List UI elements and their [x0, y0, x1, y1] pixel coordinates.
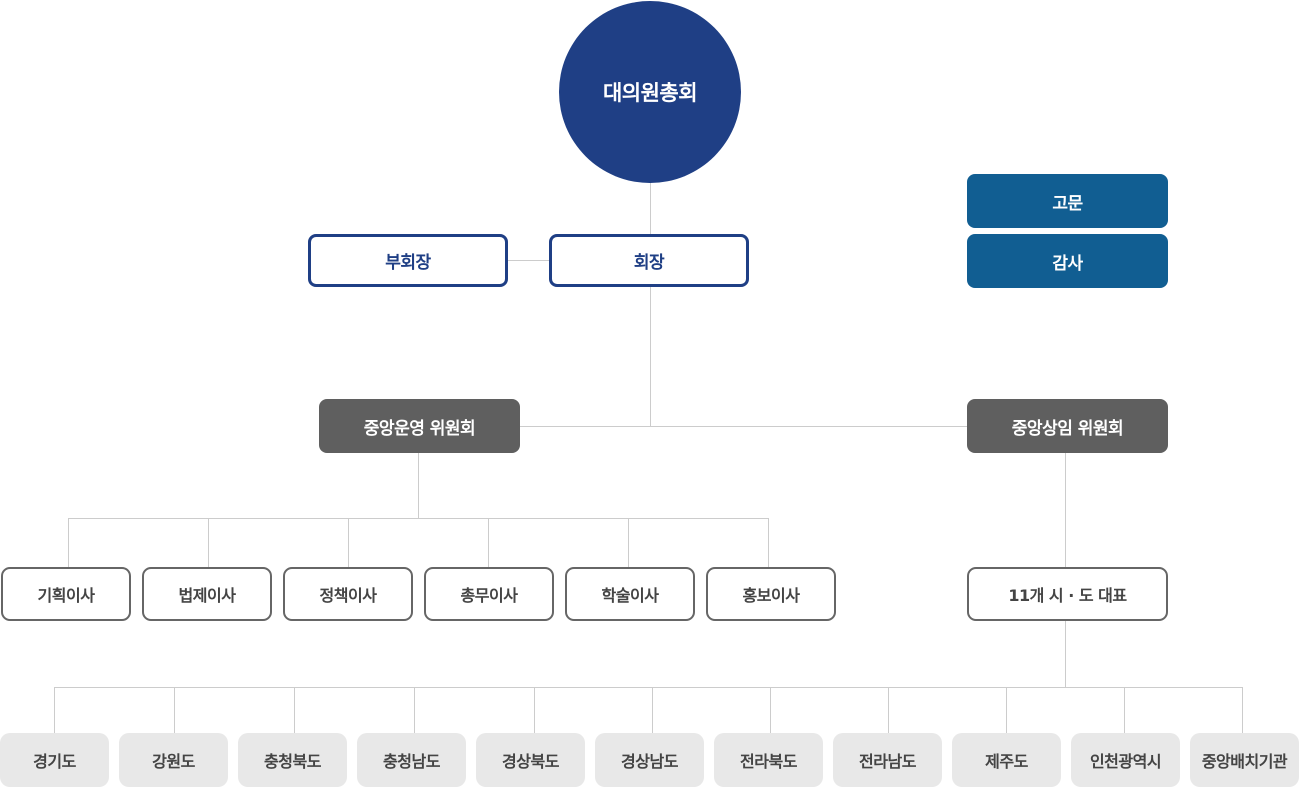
connector-region-drop [1006, 687, 1007, 733]
connector-director-drop [628, 518, 629, 568]
region-label: 경상북도 [502, 752, 559, 771]
advisor-node: 고문 [967, 174, 1168, 228]
connector-region-drop [652, 687, 653, 733]
connector-regions-bus [54, 687, 1243, 688]
connector-vice-to-president [508, 260, 550, 261]
director-node: 법제이사 [142, 567, 272, 621]
region-node: 인천광역시 [1071, 733, 1180, 787]
connector-region-drop [174, 687, 175, 733]
connector-region-drop [294, 687, 295, 733]
region-label: 인천광역시 [1089, 752, 1162, 771]
region-node: 충청남도 [357, 733, 466, 787]
regional-representatives-label: 11개 시 · 도 대표 [1008, 586, 1127, 605]
connector-director-drop [68, 518, 69, 568]
connector-director-drop [488, 518, 489, 568]
region-label: 제주도 [985, 752, 1028, 771]
connector-director-drop [768, 518, 769, 568]
connector-region-drop [54, 687, 55, 733]
region-node: 전라남도 [833, 733, 942, 787]
director-node: 총무이사 [424, 567, 554, 621]
director-label: 홍보이사 [742, 586, 800, 605]
connector-rep-down [1065, 621, 1066, 687]
region-label: 충청남도 [383, 752, 440, 771]
region-node: 강원도 [119, 733, 228, 787]
region-label: 경기도 [33, 752, 76, 771]
region-label: 전라북도 [740, 752, 797, 771]
region-label: 경상남도 [621, 752, 678, 771]
connector-region-drop [888, 687, 889, 733]
connector-committees-horizontal [520, 426, 968, 427]
connector-director-drop [208, 518, 209, 568]
director-node: 홍보이사 [706, 567, 836, 621]
connector-standing-down [1065, 453, 1066, 568]
connector-directors-bus [68, 518, 769, 519]
standing-committee-node: 중앙상임 위원회 [967, 399, 1168, 453]
region-node: 경기도 [0, 733, 109, 787]
region-label: 전라남도 [859, 752, 916, 771]
region-node: 경상북도 [476, 733, 585, 787]
director-node: 학술이사 [565, 567, 695, 621]
director-label: 기획이사 [37, 586, 95, 605]
auditor-node: 감사 [967, 234, 1168, 288]
region-label: 강원도 [152, 752, 195, 771]
region-node: 충청북도 [238, 733, 347, 787]
vice-president-label: 부회장 [385, 253, 431, 273]
connector-director-drop [348, 518, 349, 568]
region-label: 충청북도 [264, 752, 321, 771]
president-label: 회장 [633, 253, 665, 273]
director-label: 총무이사 [460, 586, 518, 605]
advisor-label: 고문 [1052, 193, 1083, 214]
region-node: 제주도 [952, 733, 1061, 787]
director-label: 정책이사 [319, 586, 377, 605]
director-label: 학술이사 [601, 586, 659, 605]
director-node: 기획이사 [1, 567, 131, 621]
auditor-label: 감사 [1052, 253, 1083, 274]
director-node: 정책이사 [283, 567, 413, 621]
connector-region-drop [770, 687, 771, 733]
region-label: 중앙배치기관 [1201, 752, 1288, 771]
president-node: 회장 [549, 234, 749, 287]
connector-region-drop [534, 687, 535, 733]
connector-region-drop [1242, 687, 1243, 733]
connector-president-down [650, 287, 651, 426]
vice-president-node: 부회장 [308, 234, 508, 287]
region-node: 경상남도 [595, 733, 704, 787]
region-node: 중앙배치기관 [1190, 733, 1299, 787]
connector-top-to-president [650, 183, 651, 235]
general-assembly-node: 대의원총회 [559, 1, 741, 183]
operations-committee-node: 중앙운영 위원회 [319, 399, 520, 453]
standing-committee-label: 중앙상임 위원회 [1011, 418, 1124, 439]
operations-committee-label: 중앙운영 위원회 [363, 418, 476, 439]
director-label: 법제이사 [178, 586, 236, 605]
connector-region-drop [414, 687, 415, 733]
connector-region-drop [1124, 687, 1125, 733]
regional-representatives-node: 11개 시 · 도 대표 [967, 567, 1168, 621]
general-assembly-label: 대의원총회 [602, 81, 698, 105]
connector-operations-down [418, 453, 419, 518]
region-node: 전라북도 [714, 733, 823, 787]
